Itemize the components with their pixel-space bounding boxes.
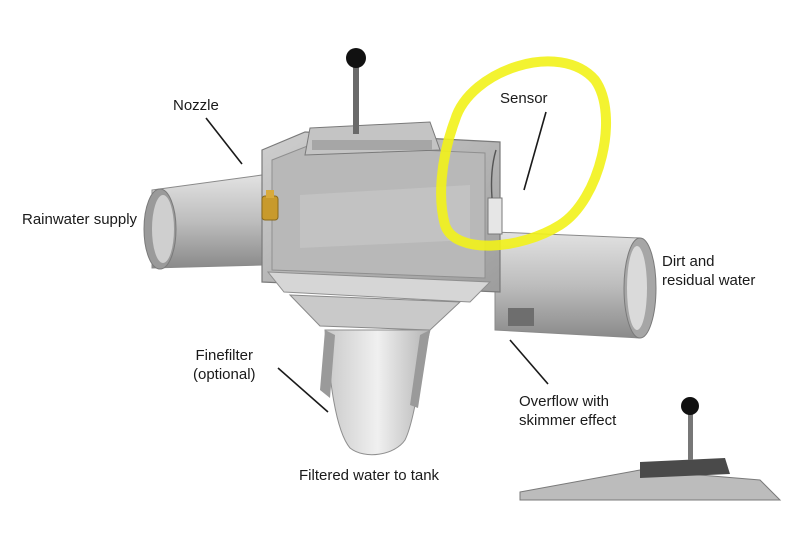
dirt-residual-label: Dirt and residual water <box>662 253 756 289</box>
leader-lines <box>205 111 549 413</box>
secondary-unit <box>519 397 782 501</box>
sensor-label: Sensor <box>500 90 548 107</box>
inlet-pipe <box>143 174 263 270</box>
skimmer-slot <box>508 308 534 326</box>
handle-rod <box>346 48 366 134</box>
filter-chamber <box>261 131 501 303</box>
outlet-pipe <box>494 231 657 339</box>
filtered-water-label: Filtered water to tank <box>299 467 440 484</box>
overflow-label: Overflow with skimmer effect <box>519 393 617 429</box>
top-lid <box>304 121 441 156</box>
rainwater-supply-label: Rainwater supply <box>22 211 138 228</box>
fine-filter <box>288 294 462 456</box>
nozzle-fitting <box>261 190 279 221</box>
nozzle-label: Nozzle <box>173 97 219 114</box>
sensor-unit <box>487 149 503 235</box>
sensor-highlight <box>436 56 611 251</box>
finefilter-label: Finefilter (optional) <box>193 347 256 383</box>
